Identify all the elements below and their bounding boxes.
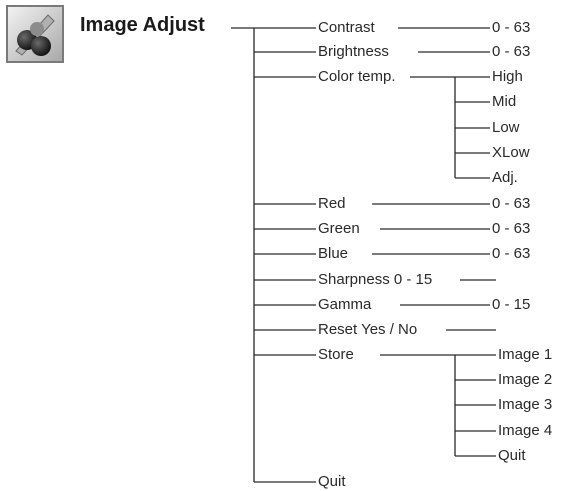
- value-contrast: 0 - 63: [492, 19, 531, 36]
- color-temp-option: Low: [492, 119, 520, 136]
- menu-title: Image Adjust: [80, 14, 205, 36]
- value-gamma: 0 - 15: [492, 296, 531, 313]
- image-adjust-icon: [6, 5, 64, 63]
- value-brightness: 0 - 63: [492, 43, 531, 60]
- label-gamma: Gamma: [318, 296, 372, 313]
- store-option: Image 3: [498, 396, 553, 413]
- value-green: 0 - 63: [492, 220, 531, 237]
- label-red: Red: [318, 195, 346, 212]
- color-temp-option: XLow: [492, 144, 530, 161]
- label-blue: Blue: [318, 245, 349, 262]
- label-store: Store: [318, 346, 354, 363]
- store-option: Quit: [498, 447, 526, 464]
- label-green: Green: [318, 220, 360, 237]
- color-temp-option: High: [492, 68, 523, 85]
- store-option: Image 1: [498, 346, 553, 363]
- image-adjust-icon-graphic: [8, 7, 62, 61]
- color-temp-option: Adj.: [492, 169, 518, 186]
- value-blue: 0 - 63: [492, 245, 531, 262]
- store-option: Image 2: [498, 371, 553, 388]
- label-contrast: Contrast: [318, 19, 375, 36]
- store-option: Image 4: [498, 422, 553, 439]
- label-sharpness: Sharpness 0 - 15: [318, 271, 433, 288]
- color-temp-option: Mid: [492, 93, 517, 110]
- label-quit: Quit: [318, 473, 346, 490]
- value-red: 0 - 63: [492, 195, 531, 212]
- label-brightness: Brightness: [318, 43, 389, 60]
- label-reset: Reset Yes / No: [318, 321, 418, 338]
- label-color-temp: Color temp.: [318, 68, 396, 85]
